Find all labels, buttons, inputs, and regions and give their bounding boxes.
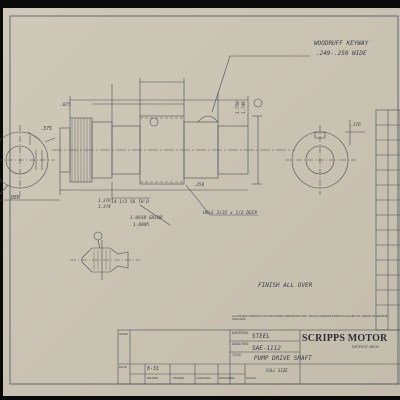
keyway-width-label: .249-.250 WIDE [316,50,367,57]
company-name: SCRIPPS MOTOR [302,333,388,344]
date-label: DATE [119,365,127,369]
title-label: TITLE [232,353,242,357]
scale-value: FULL SIZE [266,368,288,373]
grind-note-2: 1.0005 [133,223,150,228]
finish-note: FINISH ALL OVER [258,282,313,289]
grind-note-1: 1.0010 GRIND [130,216,163,221]
dim-1376: 1.376 [98,198,111,203]
analysis-value: SAE-1112 [252,345,281,352]
shaft-side-view [52,55,310,226]
dim-375-left: .375 [40,126,53,132]
title-block-grid [117,329,400,385]
left-end-view [0,125,60,201]
dim-1750: 1.750 [235,101,240,114]
drawn-label: DRAWN [147,376,159,380]
material-value: STEEL [252,333,271,340]
keyway-label: WOODRUFF KEYWAY [314,40,369,47]
checked-label: CHECKED [196,376,211,380]
dim-1749: 1.749 [241,101,246,114]
dim-875: .875 [60,103,71,108]
material-label: MATERIAL [232,331,249,335]
name-label: NAME [119,332,128,336]
right-end-view [285,120,365,195]
tolerance-note: ALLOWABLE VARIATION ON FRACTIONAL DIMENS… [232,315,388,321]
detail-view [70,231,140,280]
dim-250: .250 [194,182,205,187]
analysis-label: ANALYSIS [232,342,249,346]
dim-1374: 1.374 [98,204,111,209]
engineer-label: ENGINEER [219,376,235,380]
dim-376-right: .376 [350,123,361,128]
company-city: DETROIT, MICH. [352,345,380,349]
thread-note: 14-1/2 56 TH'D [111,200,149,205]
date-value: 8-31 [147,366,160,372]
section-label: DER [11,195,21,201]
traced-label: TRACED [172,376,185,380]
part-title: PUMP DRIVE SHAFT [254,355,312,362]
hole-note: HOLE 3/32 x 1/2 DEEP [203,211,258,216]
scale-label: SCALE [246,376,256,380]
